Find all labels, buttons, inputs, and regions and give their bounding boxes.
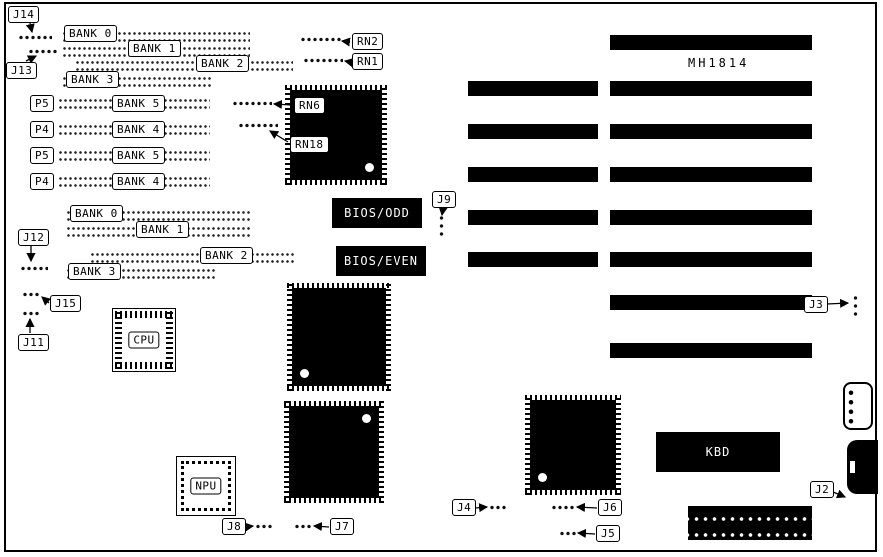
bank-label: BANK 3 xyxy=(66,71,119,88)
jumper-pins xyxy=(20,264,48,273)
qfp-chip-3 xyxy=(284,401,384,503)
rn-label-rn6: RN6 xyxy=(294,97,326,114)
jumper-label-j12: J12 xyxy=(18,229,50,246)
kbd-chip: KBD xyxy=(656,432,780,472)
expansion-slot xyxy=(468,81,598,96)
jumper-label-j14: J14 xyxy=(8,6,40,23)
jumper-pins xyxy=(437,214,446,240)
bios-even-chip: BIOS/EVEN xyxy=(336,246,426,276)
chip-position-label: P4 xyxy=(30,121,55,138)
jumper-label-j4: J4 xyxy=(452,499,477,516)
bank-label: BANK 4 xyxy=(112,121,165,138)
jumper-pins xyxy=(28,47,58,56)
resistor-network xyxy=(303,56,343,65)
pin-header-connector xyxy=(688,506,812,540)
pin1-dot xyxy=(300,369,309,378)
jumper-pins xyxy=(294,522,311,531)
jumper-label-j8: J8 xyxy=(222,518,247,535)
jumper-pins xyxy=(851,294,860,316)
rn-label-rn1: RN1 xyxy=(352,53,384,70)
jumper-label-j13: J13 xyxy=(6,62,38,79)
jumper-pins xyxy=(551,503,574,512)
part-number: MH1814 xyxy=(688,56,750,70)
resistor-network xyxy=(232,99,272,108)
jumper-label-j2: J2 xyxy=(810,481,835,498)
jumper-label-j9: J9 xyxy=(432,191,457,208)
bios-odd-label: BIOS/ODD xyxy=(344,206,410,220)
bank-label: BANK 0 xyxy=(70,205,123,222)
jumper-label-j3: J3 xyxy=(804,296,829,313)
expansion-slot xyxy=(468,167,598,182)
expansion-slot xyxy=(610,343,812,358)
pin1-dot xyxy=(362,414,371,423)
jumper-label-j7: J7 xyxy=(330,518,355,535)
qfp-chip-4 xyxy=(525,395,621,495)
cpu-label: CPU xyxy=(128,331,160,349)
bank-label: BANK 0 xyxy=(64,25,117,42)
bank-label: BANK 5 xyxy=(112,147,165,164)
chip-position-label: P5 xyxy=(30,95,55,112)
rn-label-rn18: RN18 xyxy=(290,136,329,153)
power-connector xyxy=(843,382,873,430)
pin1-dot xyxy=(538,473,547,482)
bios-odd-chip: BIOS/ODD xyxy=(332,198,422,228)
jumper-pins xyxy=(18,33,52,42)
jumper-label-j6: J6 xyxy=(598,499,623,516)
bank-label: BANK 5 xyxy=(112,95,165,112)
expansion-slot xyxy=(468,210,598,225)
jumper-label-j11: J11 xyxy=(18,334,50,351)
expansion-slot xyxy=(610,210,812,225)
jumper-pins xyxy=(22,309,40,318)
npu-label: NPU xyxy=(190,477,222,495)
expansion-slot xyxy=(610,35,812,50)
expansion-slot xyxy=(468,252,598,267)
dip-socket-row xyxy=(90,251,295,264)
qfp-chip-2 xyxy=(287,283,391,391)
expansion-slot xyxy=(610,167,812,182)
bank-label: BANK 3 xyxy=(68,263,121,280)
rn-label-rn2: RN2 xyxy=(352,33,384,50)
jumper-label-j5: J5 xyxy=(596,525,621,542)
jumper-pins xyxy=(559,529,576,538)
keyboard-din-connector xyxy=(847,440,878,494)
kbd-label: KBD xyxy=(705,445,731,459)
bank-label: BANK 1 xyxy=(136,221,189,238)
expansion-slot xyxy=(610,124,812,139)
jumper-pins xyxy=(489,503,506,512)
expansion-slot xyxy=(610,81,812,96)
resistor-network xyxy=(238,121,278,130)
expansion-slot xyxy=(468,124,598,139)
bank-label: BANK 2 xyxy=(200,247,253,264)
chip-position-label: P4 xyxy=(30,173,55,190)
board-outline xyxy=(4,2,877,552)
bank-label: BANK 2 xyxy=(196,55,249,72)
expansion-slot xyxy=(610,252,812,267)
chip-position-label: P5 xyxy=(30,147,55,164)
jumper-label-j15: J15 xyxy=(50,295,82,312)
resistor-network xyxy=(300,35,342,44)
bank-label: BANK 4 xyxy=(112,173,165,190)
bios-even-label: BIOS/EVEN xyxy=(343,254,419,268)
jumper-pins xyxy=(22,290,40,299)
jumper-pins xyxy=(255,522,272,531)
bank-label: BANK 1 xyxy=(128,40,181,57)
expansion-slot xyxy=(610,295,812,310)
cpu-socket: CPU xyxy=(112,308,176,372)
npu-socket: NPU xyxy=(176,456,236,516)
pin1-dot xyxy=(365,163,374,172)
